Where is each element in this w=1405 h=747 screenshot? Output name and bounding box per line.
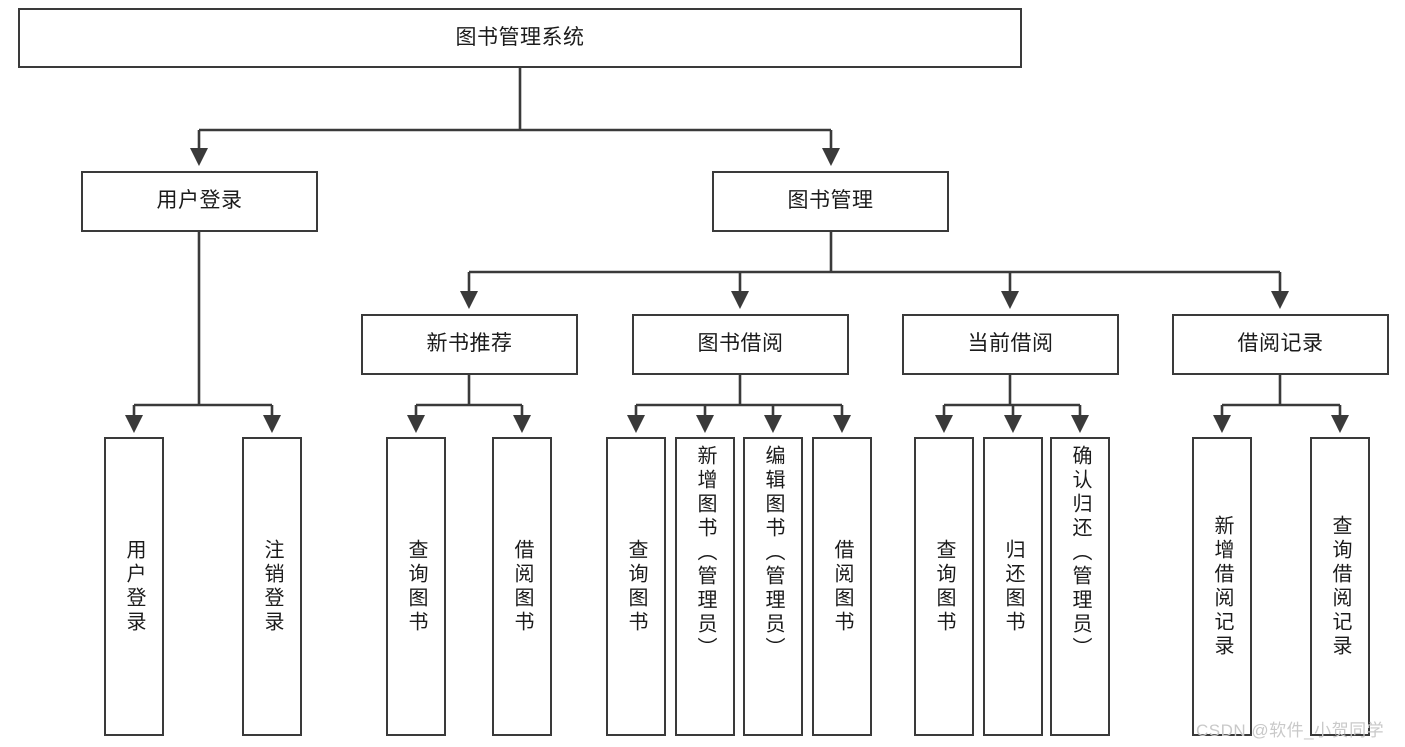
node-leaf-query-book-1-label: 查询图书 bbox=[405, 538, 427, 635]
node-leaf-add-record[interactable]: 新增借阅记录 bbox=[1192, 437, 1252, 736]
node-borrow-record[interactable]: 借阅记录 bbox=[1172, 314, 1389, 375]
node-leaf-return-book-label: 归还图书 bbox=[1002, 538, 1024, 635]
node-leaf-edit-book[interactable]: 编辑图书（管理员） bbox=[743, 437, 803, 736]
node-leaf-borrow-book-2-label: 借阅图书 bbox=[831, 538, 853, 635]
node-leaf-query-book-3[interactable]: 查询图书 bbox=[914, 437, 974, 736]
node-user-login-label: 用户登录 bbox=[156, 189, 243, 213]
node-leaf-add-book[interactable]: 新增图书（管理员） bbox=[675, 437, 735, 736]
node-leaf-borrow-book-1-label: 借阅图书 bbox=[511, 538, 533, 635]
node-leaf-user-login[interactable]: 用户登录 bbox=[104, 437, 164, 736]
node-new-book-recommend[interactable]: 新书推荐 bbox=[361, 314, 578, 375]
node-root-label: 图书管理系统 bbox=[455, 25, 585, 49]
node-current-borrow-label: 当前借阅 bbox=[967, 332, 1054, 356]
node-leaf-user-login-label: 用户登录 bbox=[123, 538, 145, 635]
node-leaf-edit-book-label: 编辑图书（管理员） bbox=[762, 445, 784, 661]
node-leaf-logout-login[interactable]: 注销登录 bbox=[242, 437, 302, 736]
node-leaf-add-book-label: 新增图书（管理员） bbox=[694, 445, 716, 661]
node-user-login[interactable]: 用户登录 bbox=[81, 171, 318, 232]
node-book-management-label: 图书管理 bbox=[787, 189, 874, 213]
node-leaf-query-record-label: 查询借阅记录 bbox=[1329, 514, 1351, 659]
node-leaf-query-record[interactable]: 查询借阅记录 bbox=[1310, 437, 1370, 736]
node-leaf-query-book-2-label: 查询图书 bbox=[625, 538, 647, 635]
node-borrow-record-label: 借阅记录 bbox=[1237, 332, 1324, 356]
node-leaf-query-book-1[interactable]: 查询图书 bbox=[386, 437, 446, 736]
node-leaf-confirm-return-label: 确认归还（管理员） bbox=[1069, 445, 1091, 661]
node-book-borrow[interactable]: 图书借阅 bbox=[632, 314, 849, 375]
node-root[interactable]: 图书管理系统 bbox=[18, 8, 1022, 68]
node-book-management[interactable]: 图书管理 bbox=[712, 171, 949, 232]
node-leaf-add-record-label: 新增借阅记录 bbox=[1211, 514, 1233, 659]
node-leaf-borrow-book-2[interactable]: 借阅图书 bbox=[812, 437, 872, 736]
node-leaf-logout-login-label: 注销登录 bbox=[261, 538, 283, 635]
node-current-borrow[interactable]: 当前借阅 bbox=[902, 314, 1119, 375]
node-leaf-confirm-return[interactable]: 确认归还（管理员） bbox=[1050, 437, 1110, 736]
node-leaf-query-book-3-label: 查询图书 bbox=[933, 538, 955, 635]
node-new-book-recommend-label: 新书推荐 bbox=[426, 332, 513, 356]
csdn-watermark: CSDN @软件_小贺同学 bbox=[1196, 721, 1385, 740]
node-leaf-query-book-2[interactable]: 查询图书 bbox=[606, 437, 666, 736]
node-leaf-borrow-book-1[interactable]: 借阅图书 bbox=[492, 437, 552, 736]
node-book-borrow-label: 图书借阅 bbox=[697, 332, 784, 356]
node-leaf-return-book[interactable]: 归还图书 bbox=[983, 437, 1043, 736]
